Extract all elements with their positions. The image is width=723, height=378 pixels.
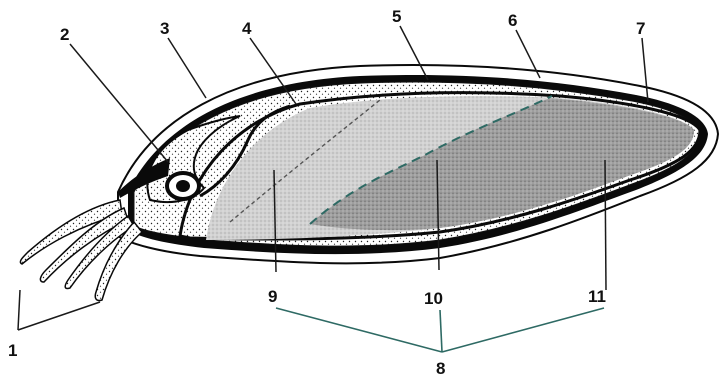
eye-pupil — [176, 180, 190, 192]
label-1: 1 — [8, 341, 17, 360]
label-7: 7 — [636, 19, 645, 38]
label-6: 6 — [508, 11, 517, 30]
label-2: 2 — [60, 25, 69, 44]
label-11: 11 — [588, 287, 606, 306]
label-10: 10 — [424, 289, 443, 308]
label-4: 4 — [242, 19, 252, 38]
bracket-8 — [276, 308, 604, 352]
label-5: 5 — [392, 7, 401, 26]
tentacles — [20, 200, 142, 301]
label-3: 3 — [160, 19, 169, 38]
label-9: 9 — [268, 287, 277, 306]
label-8: 8 — [436, 359, 445, 378]
